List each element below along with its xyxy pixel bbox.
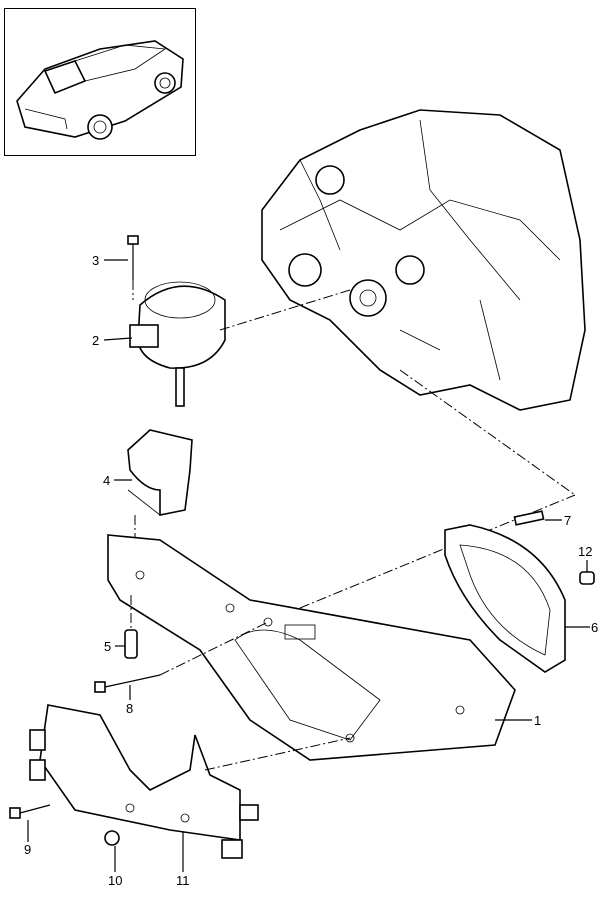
- nut-10[interactable]: [104, 830, 120, 846]
- callout-12[interactable]: 12: [578, 544, 593, 559]
- leader-lines: [27, 259, 590, 872]
- sleeve-5[interactable]: [124, 629, 138, 659]
- callout-11[interactable]: 11: [176, 873, 190, 888]
- spacer-bracket-4[interactable]: [127, 429, 193, 516]
- callout-2[interactable]: 2: [92, 333, 100, 348]
- callout-5[interactable]: 5: [104, 639, 112, 654]
- callout-10[interactable]: 10: [108, 873, 123, 888]
- callout-4[interactable]: 4: [103, 473, 111, 488]
- car-icon: [16, 40, 184, 140]
- bolt-8[interactable]: [94, 674, 161, 693]
- bolt-3[interactable]: [127, 235, 139, 280]
- engine-mount-2[interactable]: [129, 281, 226, 407]
- crossmember-1[interactable]: [107, 534, 516, 761]
- bolt-9[interactable]: [9, 804, 51, 819]
- underbody-shield-11[interactable]: [29, 704, 259, 859]
- callout-3[interactable]: 3: [92, 253, 100, 268]
- callout-8[interactable]: 8: [126, 701, 134, 716]
- pin-7[interactable]: [513, 510, 545, 526]
- callout-7[interactable]: 7: [564, 513, 572, 528]
- callout-9[interactable]: 9: [24, 842, 32, 857]
- callout-6[interactable]: 6: [591, 620, 599, 635]
- ring-plate-6[interactable]: [444, 524, 566, 673]
- engine-assembly[interactable]: [261, 109, 586, 411]
- vehicle-overview-inset: [4, 8, 196, 156]
- callout-1[interactable]: 1: [534, 713, 542, 728]
- pin-12[interactable]: [579, 571, 595, 585]
